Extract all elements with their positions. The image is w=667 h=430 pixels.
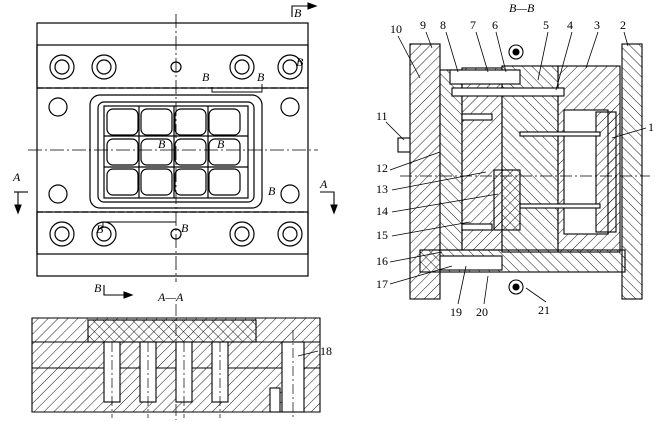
b-mark-8: B [181, 221, 189, 235]
part-label-12: 12 [376, 161, 388, 175]
top-view [28, 14, 318, 282]
leader-lines [297, 31, 647, 357]
part-label-3: 3 [594, 18, 600, 32]
plan-top-holes [49, 54, 303, 80]
section-aa-title: A—A [157, 290, 184, 304]
section-marker-b-bottom: B [94, 281, 102, 295]
part-number-labels: 10 9 8 7 6 5 4 3 2 1 11 12 13 14 15 16 1… [320, 18, 654, 358]
b-mark-7: B [96, 222, 104, 236]
part-label-10: 10 [390, 22, 402, 36]
part-label-1: 1 [648, 120, 654, 134]
plan-bottom-holes [49, 221, 303, 247]
section-marker-b-top: B [294, 6, 302, 20]
part-label-6: 6 [492, 18, 498, 32]
part-label-19: 19 [450, 305, 462, 319]
part-label-13: 13 [376, 182, 388, 196]
part-label-16: 16 [376, 254, 388, 268]
part-label-7: 7 [470, 18, 476, 32]
part-label-4: 4 [567, 18, 573, 32]
part-label-2: 2 [620, 18, 626, 32]
section-arrows [14, 2, 338, 299]
part-label-5: 5 [543, 18, 549, 32]
b-mark-5: B [217, 137, 225, 151]
b-mark-3: B [296, 55, 304, 69]
section-bb-view [397, 43, 650, 300]
plan-outer-frame [36, 22, 309, 277]
part-label-14: 14 [376, 204, 388, 218]
section-bb-title: B—B [509, 1, 535, 15]
plan-lower-plate [36, 211, 309, 255]
b-mark-6: B [268, 184, 276, 198]
b-mark-4: B [158, 137, 166, 151]
part-label-18: 18 [320, 344, 332, 358]
section-aa-view [31, 304, 321, 420]
section-marker-a-left: A [12, 170, 21, 184]
cavity-insert-outer [89, 94, 263, 209]
part-label-20: 20 [476, 305, 488, 319]
plan-upper-plate [36, 44, 309, 89]
b-mark-2: B [257, 70, 265, 84]
cavity-grid [104, 106, 248, 198]
part-label-11: 11 [376, 109, 388, 123]
part-label-17: 17 [376, 277, 388, 291]
section-marker-a-right: A [319, 177, 328, 191]
part-label-15: 15 [376, 228, 388, 242]
b-mark-1: B [202, 70, 210, 84]
cavity-insert-inner [97, 101, 255, 203]
plan-labels: B A A B B B B B B B B B [12, 6, 328, 295]
part-label-21: 21 [538, 303, 550, 317]
part-label-9: 9 [420, 18, 426, 32]
part-label-8: 8 [440, 18, 446, 32]
